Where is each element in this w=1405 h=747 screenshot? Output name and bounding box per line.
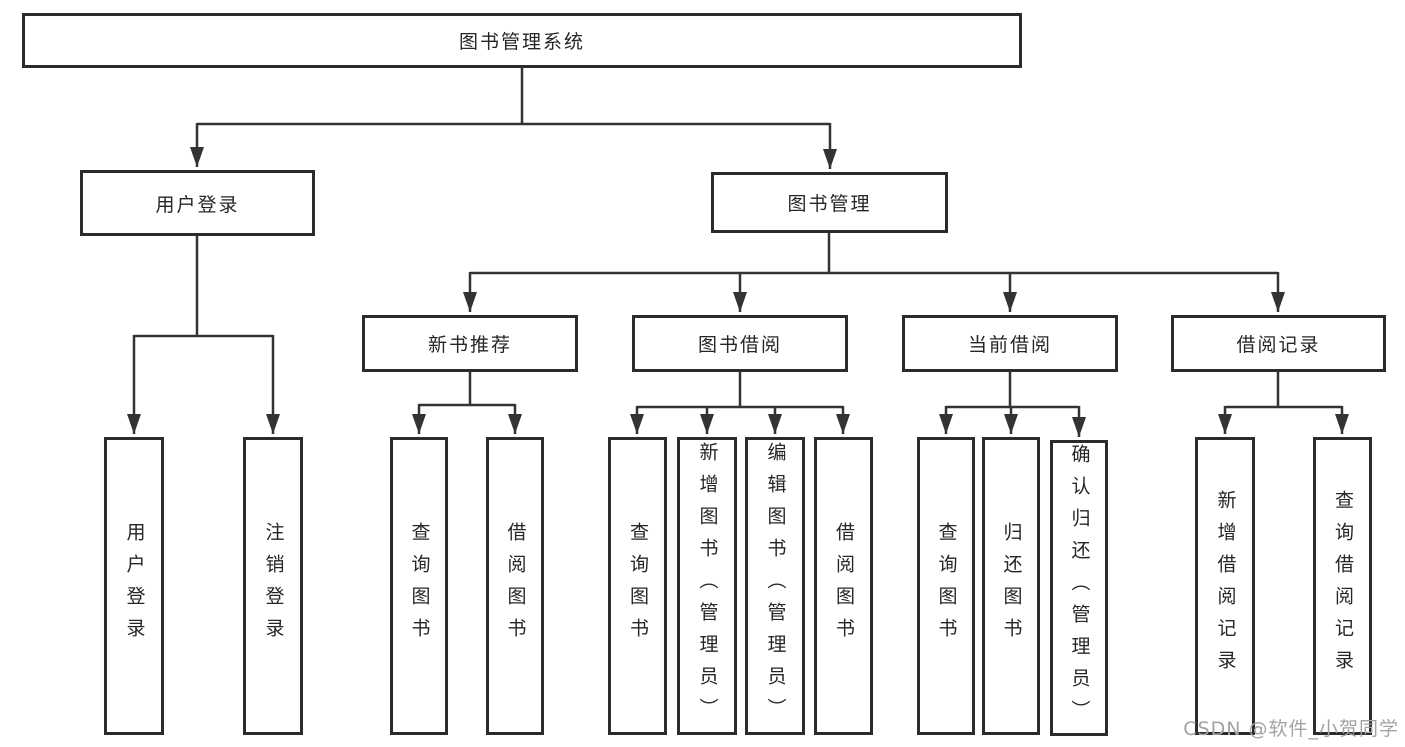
leaf-confirm-return-admin-label: 确认归还（管理员） [1068, 444, 1091, 732]
node-new-book-recommend-label: 新书推荐 [427, 334, 512, 356]
leaf-confirm-return-admin: 确认归还（管理员） [1050, 440, 1108, 736]
leaf-recommend-query-books: 查询图书 [390, 437, 448, 735]
leaf-borrow-books-label: 借阅图书 [833, 522, 855, 650]
node-root-label: 图书管理系统 [458, 31, 585, 53]
leaf-current-query-books-label: 查询图书 [935, 522, 958, 650]
leaf-add-books-admin-label: 新增图书（管理员） [696, 442, 719, 730]
node-user-login-label: 用户登录 [155, 193, 240, 216]
leaf-logout: 注销登录 [243, 437, 303, 735]
leaf-borrow-query-books-label: 查询图书 [627, 522, 649, 650]
leaf-recommend-borrow-books-label: 借阅图书 [504, 522, 527, 650]
leaf-return-books: 归还图书 [982, 437, 1040, 735]
node-book-borrow-label: 图书借阅 [697, 334, 782, 356]
leaf-borrow-books: 借阅图书 [814, 437, 873, 735]
leaf-recommend-query-books-label: 查询图书 [408, 522, 431, 650]
node-borrow-records-label: 借阅记录 [1236, 334, 1321, 356]
node-book-management: 图书管理 [711, 172, 948, 233]
node-root: 图书管理系统 [22, 13, 1022, 68]
leaf-query-borrow-record-label: 查询借阅记录 [1332, 490, 1354, 682]
leaf-return-books-label: 归还图书 [1000, 522, 1023, 650]
node-book-management-label: 图书管理 [787, 193, 872, 215]
node-book-borrow: 图书借阅 [632, 315, 848, 372]
node-new-book-recommend: 新书推荐 [362, 315, 578, 372]
leaf-add-books-admin: 新增图书（管理员） [677, 437, 737, 735]
leaf-edit-books-admin-label: 编辑图书（管理员） [764, 442, 787, 730]
node-borrow-records: 借阅记录 [1171, 315, 1386, 372]
leaf-user-login-label: 用户登录 [123, 522, 146, 650]
leaf-add-borrow-record: 新增借阅记录 [1195, 437, 1255, 735]
leaf-logout-label: 注销登录 [262, 522, 285, 650]
leaf-current-query-books: 查询图书 [917, 437, 975, 735]
leaf-edit-books-admin: 编辑图书（管理员） [745, 437, 805, 735]
csdn-watermark: CSDN @软件_小贺同学 [1183, 718, 1399, 740]
leaf-add-borrow-record-label: 新增借阅记录 [1214, 490, 1237, 682]
node-current-borrow-label: 当前借阅 [967, 334, 1052, 356]
node-user-login: 用户登录 [80, 170, 315, 236]
leaf-user-login: 用户登录 [104, 437, 164, 735]
leaf-borrow-query-books: 查询图书 [608, 437, 667, 735]
node-current-borrow: 当前借阅 [902, 315, 1118, 372]
leaf-recommend-borrow-books: 借阅图书 [486, 437, 544, 735]
leaf-query-borrow-record: 查询借阅记录 [1313, 437, 1372, 735]
